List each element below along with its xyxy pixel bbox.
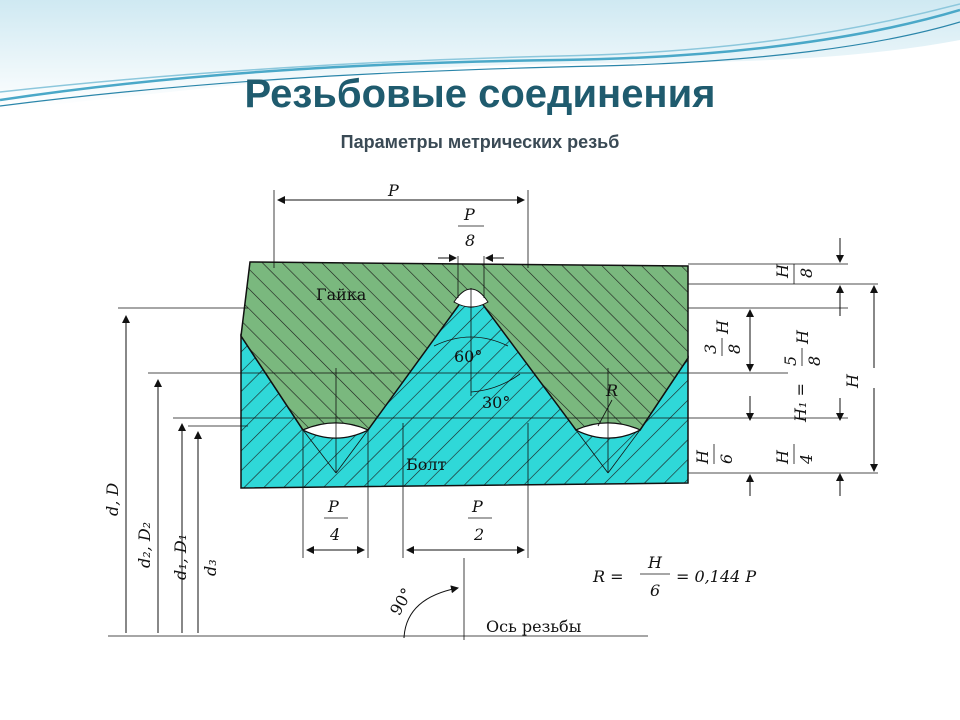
nut-label: Гайка: [316, 285, 367, 304]
h38-denominator: 8: [725, 344, 744, 354]
h4-numerator: H: [773, 449, 792, 465]
angle-60-label: 60°: [454, 347, 482, 366]
h58-variable: H: [793, 329, 812, 345]
p2-denominator: 2: [473, 525, 484, 544]
slide-subtitle: Параметры метрических резьб: [340, 132, 620, 152]
bolt-label: Болт: [406, 455, 447, 474]
diameter-d3-label: d₃: [201, 559, 220, 576]
h8-denominator: 8: [797, 268, 816, 278]
diameter-d1-label: d₁, D₁: [171, 534, 190, 580]
h58-numerator: 5: [781, 356, 800, 366]
formula-value: = 0,144 P: [676, 567, 756, 586]
h38-numerator: 3: [701, 344, 720, 354]
p2-numerator: P: [471, 497, 483, 516]
h6-numerator: H: [693, 449, 712, 465]
h8-numerator: H: [773, 263, 792, 279]
radius-label: R: [605, 381, 618, 400]
p4-numerator: P: [327, 497, 339, 516]
formula-numerator: H: [647, 553, 663, 572]
slide-title: Резьбовые соединения: [244, 72, 716, 116]
h4-denominator: 4: [797, 454, 816, 465]
h58-denominator: 8: [805, 356, 824, 366]
p8-denominator: 8: [465, 231, 475, 250]
h-total-label: H: [843, 373, 862, 389]
diameter-d-label: d, D: [103, 483, 122, 516]
metric-thread-diagram: P P 8 Гайка Болт 60° 30° R P 4 P 2 90° О…: [103, 181, 878, 640]
angle-30-label: 30°: [482, 393, 510, 412]
header-wave-decoration: [0, 0, 960, 110]
p4-denominator: 4: [329, 525, 340, 544]
diameter-d2-label: d₂, D₂: [135, 522, 154, 568]
h1-label: H₁ =: [791, 383, 810, 423]
formula-denominator: 6: [650, 581, 660, 600]
pitch-label: P: [387, 181, 399, 200]
axis-label: Ось резьбы: [486, 617, 582, 636]
h6-denominator: 6: [717, 454, 736, 464]
h38-variable: H: [713, 319, 732, 335]
formula-r: R =: [592, 567, 624, 586]
p8-numerator: P: [463, 205, 475, 224]
